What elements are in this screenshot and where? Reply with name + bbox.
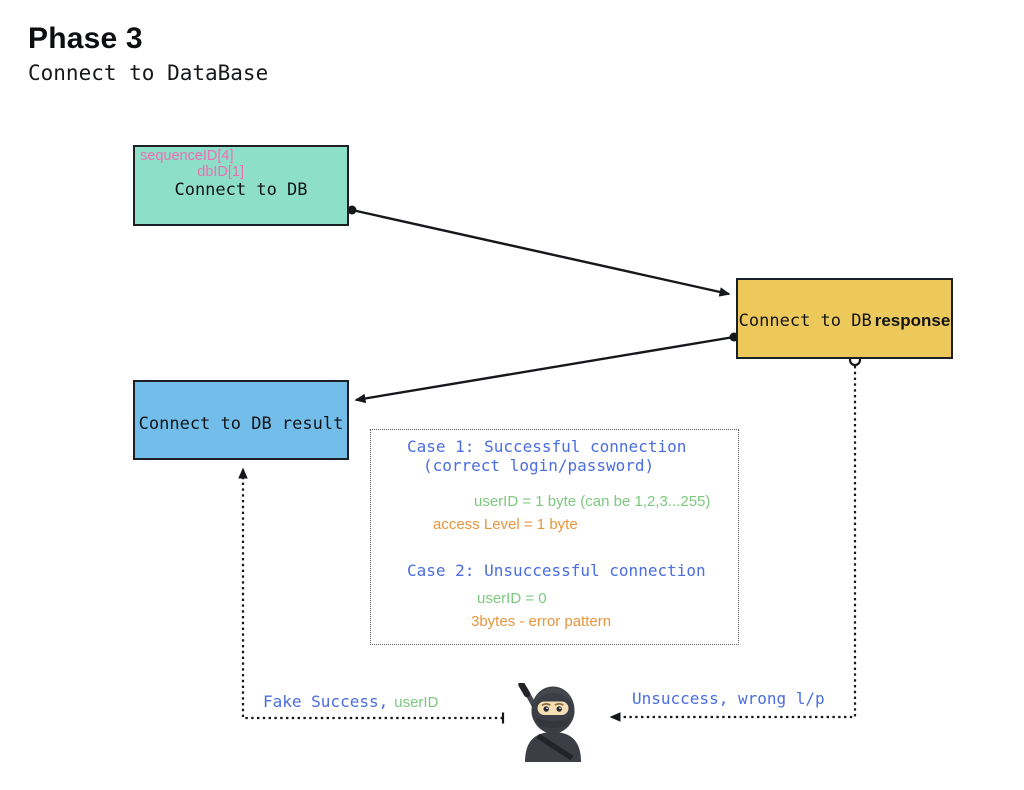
case2-userid-line: userID = 0 xyxy=(477,590,547,607)
node-connect-db-result-label: Connect to DB result xyxy=(138,414,344,434)
node-connect-db-label: Connect to DB xyxy=(174,180,308,200)
label-mono-part: Connect to DB xyxy=(738,311,872,331)
case1-access-line: access Level = 1 byte xyxy=(433,516,578,533)
ninja-icon xyxy=(512,681,594,762)
unsuccess-label: Unsuccess, wrong l/p xyxy=(632,689,825,708)
page-subtitle: Connect to DataBase xyxy=(28,61,269,85)
cases-note-box: Case 1: Successful connection (correct l… xyxy=(370,429,739,645)
edge-request-to-response xyxy=(351,208,731,297)
page-title: Phase 3 xyxy=(28,22,143,55)
case2-error-line: 3bytes - error pattern xyxy=(471,613,612,630)
fake-success-userid: userID xyxy=(394,694,439,711)
fake-success-text: Fake Success, xyxy=(263,692,389,711)
case1-userid-line: userID = 1 byte (can be 1,2,3...255) xyxy=(474,493,711,510)
node-header-fields: sequenceID[4] dbID[1] xyxy=(140,148,244,180)
node-connect-db: sequenceID[4] dbID[1] Connect to DB xyxy=(133,145,349,226)
node-connect-db-result: Connect to DB result xyxy=(133,380,349,460)
case1-subtitle: (correct login/password) xyxy=(423,456,655,475)
label-response-part: response xyxy=(874,311,951,330)
edge-response-to-result xyxy=(354,335,735,404)
case2-title: Case 2: Unsuccessful connection xyxy=(407,561,706,580)
field-db-id: dbID[1] xyxy=(197,163,244,180)
fake-success-label: Fake Success, userID xyxy=(263,692,438,712)
case1-title: Case 1: Successful connection xyxy=(407,437,687,456)
field-sequence-id: sequenceID[4] xyxy=(140,148,234,164)
